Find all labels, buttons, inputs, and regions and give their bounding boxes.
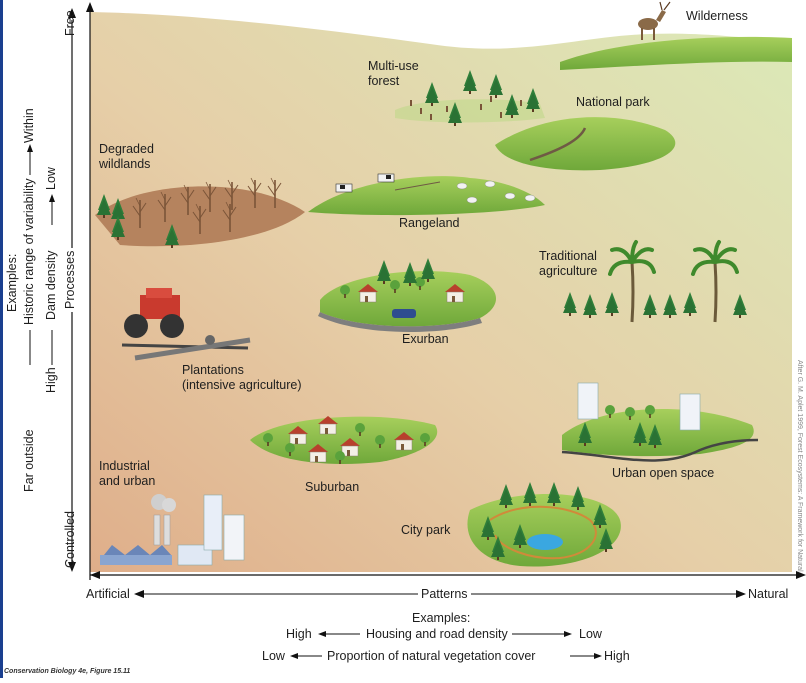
x-ex1-left: High [286,627,312,641]
x-ex1-right: Low [579,627,602,641]
label-wilderness: Wilderness [686,9,748,23]
factory-icon [100,494,245,566]
tower-icon [577,382,701,431]
label-exurban: Exurban [402,332,449,346]
y-axis-bottom-label: Controlled [63,511,77,568]
label-rangeland: Rangeland [399,216,460,230]
y-axis-top-label: Free [63,10,77,36]
y-ex2-top: Low [44,167,58,190]
x-axis-center-label: Patterns [418,587,471,601]
x-ex1-middle: Housing and road density [366,627,508,641]
x-axis-right-label: Natural [748,587,789,601]
label-plantations: Plantations(intensive agriculture) [182,363,302,392]
figure-credit: Conservation Biology 4e, Figure 15.11 [4,668,131,675]
y-axis-center-label: Processes [63,247,77,312]
label-city-park: City park [401,523,451,537]
tractor-icon [121,288,251,361]
x-ex2-middle: Proportion of natural vegetation cover [327,649,536,663]
y-ex1-middle: Historic range of variability [22,178,36,325]
y-ex1-top: Within [22,108,36,143]
y-ex2-middle: Dam density [44,250,58,320]
y-ex1-bottom: Far outside [22,429,36,492]
side-credit: After G. M. Aplet 1999, Forest Ecosystem… [796,360,803,572]
label-suburban: Suburban [305,480,360,494]
y-ex2-bottom: High [44,367,58,393]
y-examples-title: Examples: [5,253,19,312]
cow-icon [335,173,395,193]
x-examples-title: Examples: [412,611,471,625]
x-axis-left-label: Artificial [86,587,130,601]
label-national-park: National park [576,95,650,109]
deer-icon [638,1,671,40]
label-urban-open-space: Urban open space [612,466,715,480]
x-ex2-right: High [604,649,630,663]
x-ex2-left: Low [262,649,285,663]
